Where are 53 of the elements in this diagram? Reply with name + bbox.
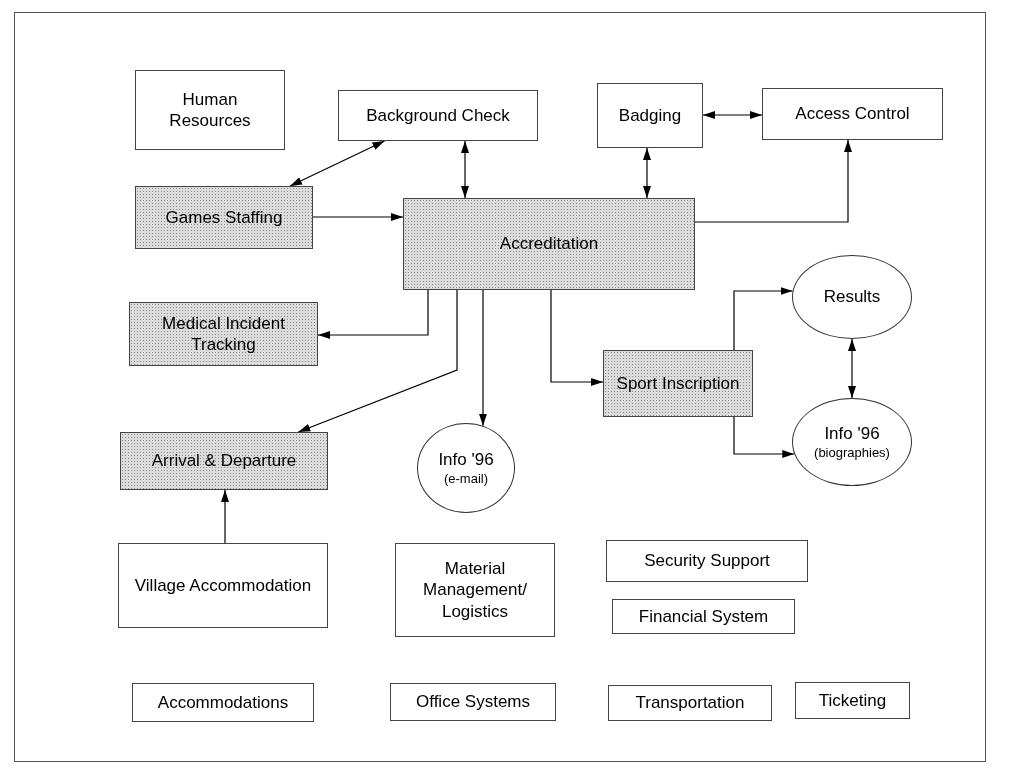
node-label: Results bbox=[823, 286, 881, 308]
arrow bbox=[550, 289, 604, 386]
process-box bbox=[132, 683, 314, 722]
arrow bbox=[733, 416, 795, 458]
node-label: Village Accommodation bbox=[134, 574, 312, 597]
shaded-process-box bbox=[129, 302, 318, 366]
process-box bbox=[597, 83, 703, 148]
arrow bbox=[297, 289, 458, 433]
arrow bbox=[733, 287, 794, 351]
node-label: Info '96 bbox=[824, 423, 880, 445]
process-box bbox=[606, 540, 808, 582]
node-label: (biographies) bbox=[814, 444, 890, 461]
process-box bbox=[135, 70, 285, 150]
node-label: Arrival & Departure bbox=[151, 450, 297, 472]
node-label: Material Management/ Logistics bbox=[422, 558, 528, 622]
shaded-process-box bbox=[403, 198, 695, 290]
process-box bbox=[338, 90, 538, 141]
node-label: Financial System bbox=[638, 605, 769, 628]
arrow bbox=[461, 140, 469, 199]
shaded-process-box bbox=[120, 432, 328, 490]
node-label: Ticketing bbox=[818, 689, 887, 712]
node-label: Sport Inscription bbox=[616, 372, 740, 395]
arrow bbox=[221, 489, 229, 544]
arrow bbox=[643, 147, 651, 199]
node-label: Access Control bbox=[795, 103, 910, 125]
process-box bbox=[395, 543, 555, 637]
node-label: Badging bbox=[618, 104, 682, 127]
node-label: Background Check bbox=[366, 104, 510, 127]
process-box bbox=[612, 599, 795, 634]
node-label: Games Staffing bbox=[165, 206, 283, 229]
arrow bbox=[694, 139, 852, 223]
arrow bbox=[702, 111, 763, 119]
node-label: (e-mail) bbox=[443, 470, 489, 487]
process-box bbox=[762, 88, 943, 140]
shaded-process-box bbox=[603, 350, 753, 417]
node-label: Medical Incident Tracking bbox=[161, 312, 286, 356]
node-label: Accreditation bbox=[499, 233, 599, 255]
arrow bbox=[312, 213, 404, 221]
process-box bbox=[118, 543, 328, 628]
node-label: Office Systems bbox=[416, 691, 530, 713]
node-label: Human Resources bbox=[168, 88, 252, 132]
node-label: Security Support bbox=[644, 550, 770, 572]
arrow bbox=[848, 338, 856, 399]
node-label: Info '96 bbox=[438, 449, 494, 471]
arrow bbox=[289, 140, 386, 187]
arrow bbox=[317, 289, 429, 339]
arrow bbox=[479, 289, 487, 427]
process-box bbox=[390, 683, 556, 721]
node-label: Accommodations bbox=[157, 691, 289, 714]
process-box bbox=[795, 682, 910, 719]
node-label: Transportation bbox=[635, 692, 745, 714]
process-box bbox=[608, 685, 772, 721]
shaded-process-box bbox=[135, 186, 313, 249]
